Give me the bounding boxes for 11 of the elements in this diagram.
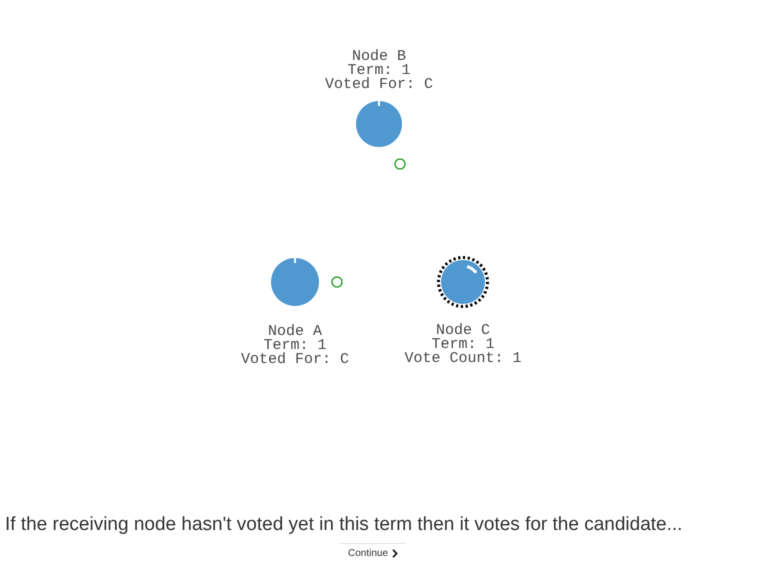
node-label: Vote Count: 1: [404, 352, 522, 366]
node-label: Node B: [352, 50, 406, 64]
node-label: Voted For: C: [325, 78, 434, 92]
node-label: Node C: [436, 324, 490, 338]
node-label: Node A: [268, 325, 322, 339]
node-label: Voted For: C: [241, 353, 350, 367]
caption-text: If the receiving node hasn't voted yet in this term then it votes for the candidate...: [5, 513, 682, 537]
node-circle: [436, 255, 490, 309]
node-label: Term: 1: [348, 64, 411, 78]
node-label: Term: 1: [432, 338, 495, 352]
node-label: Term: 1: [264, 339, 327, 353]
